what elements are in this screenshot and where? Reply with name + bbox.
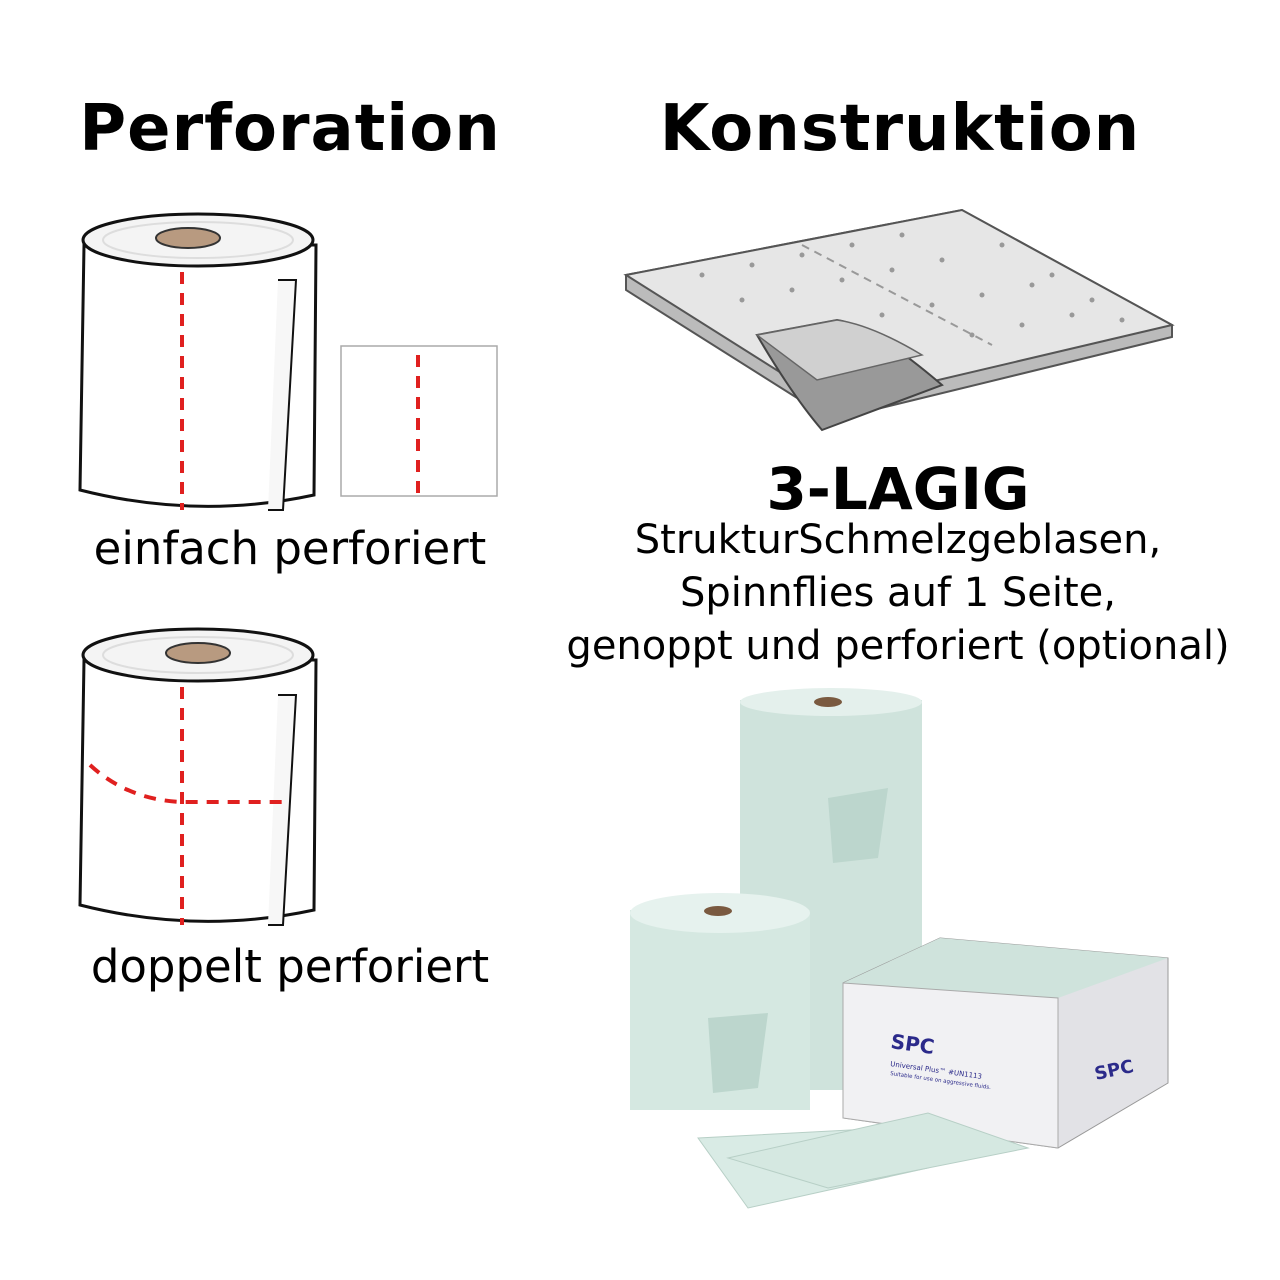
construction-title: Konstruktion <box>659 92 1141 166</box>
construction-description-line-2: Spinnflies auf 1 Seite, <box>679 570 1116 616</box>
single-perforated-caption: einfach perforiert <box>93 522 487 575</box>
double-perforated-roll-illustration <box>78 627 318 926</box>
construction-description-line-1: StrukturSchmelzgeblasen, <box>634 517 1162 563</box>
three-layer-mat-illustration <box>623 208 1175 432</box>
single-perforated-sheet-illustration <box>340 345 498 497</box>
double-perforated-caption: doppelt perforiert <box>90 940 490 993</box>
single-perforated-roll-illustration <box>78 212 318 511</box>
product-photo: SPC Universal Plus™ #UN1113 Suitable for… <box>630 688 1169 1209</box>
layers-heading: 3-LAGIG <box>766 455 1030 523</box>
perforation-title: Perforation <box>79 92 501 166</box>
construction-description-line-3: genoppt und perforiert (optional) <box>566 623 1230 669</box>
